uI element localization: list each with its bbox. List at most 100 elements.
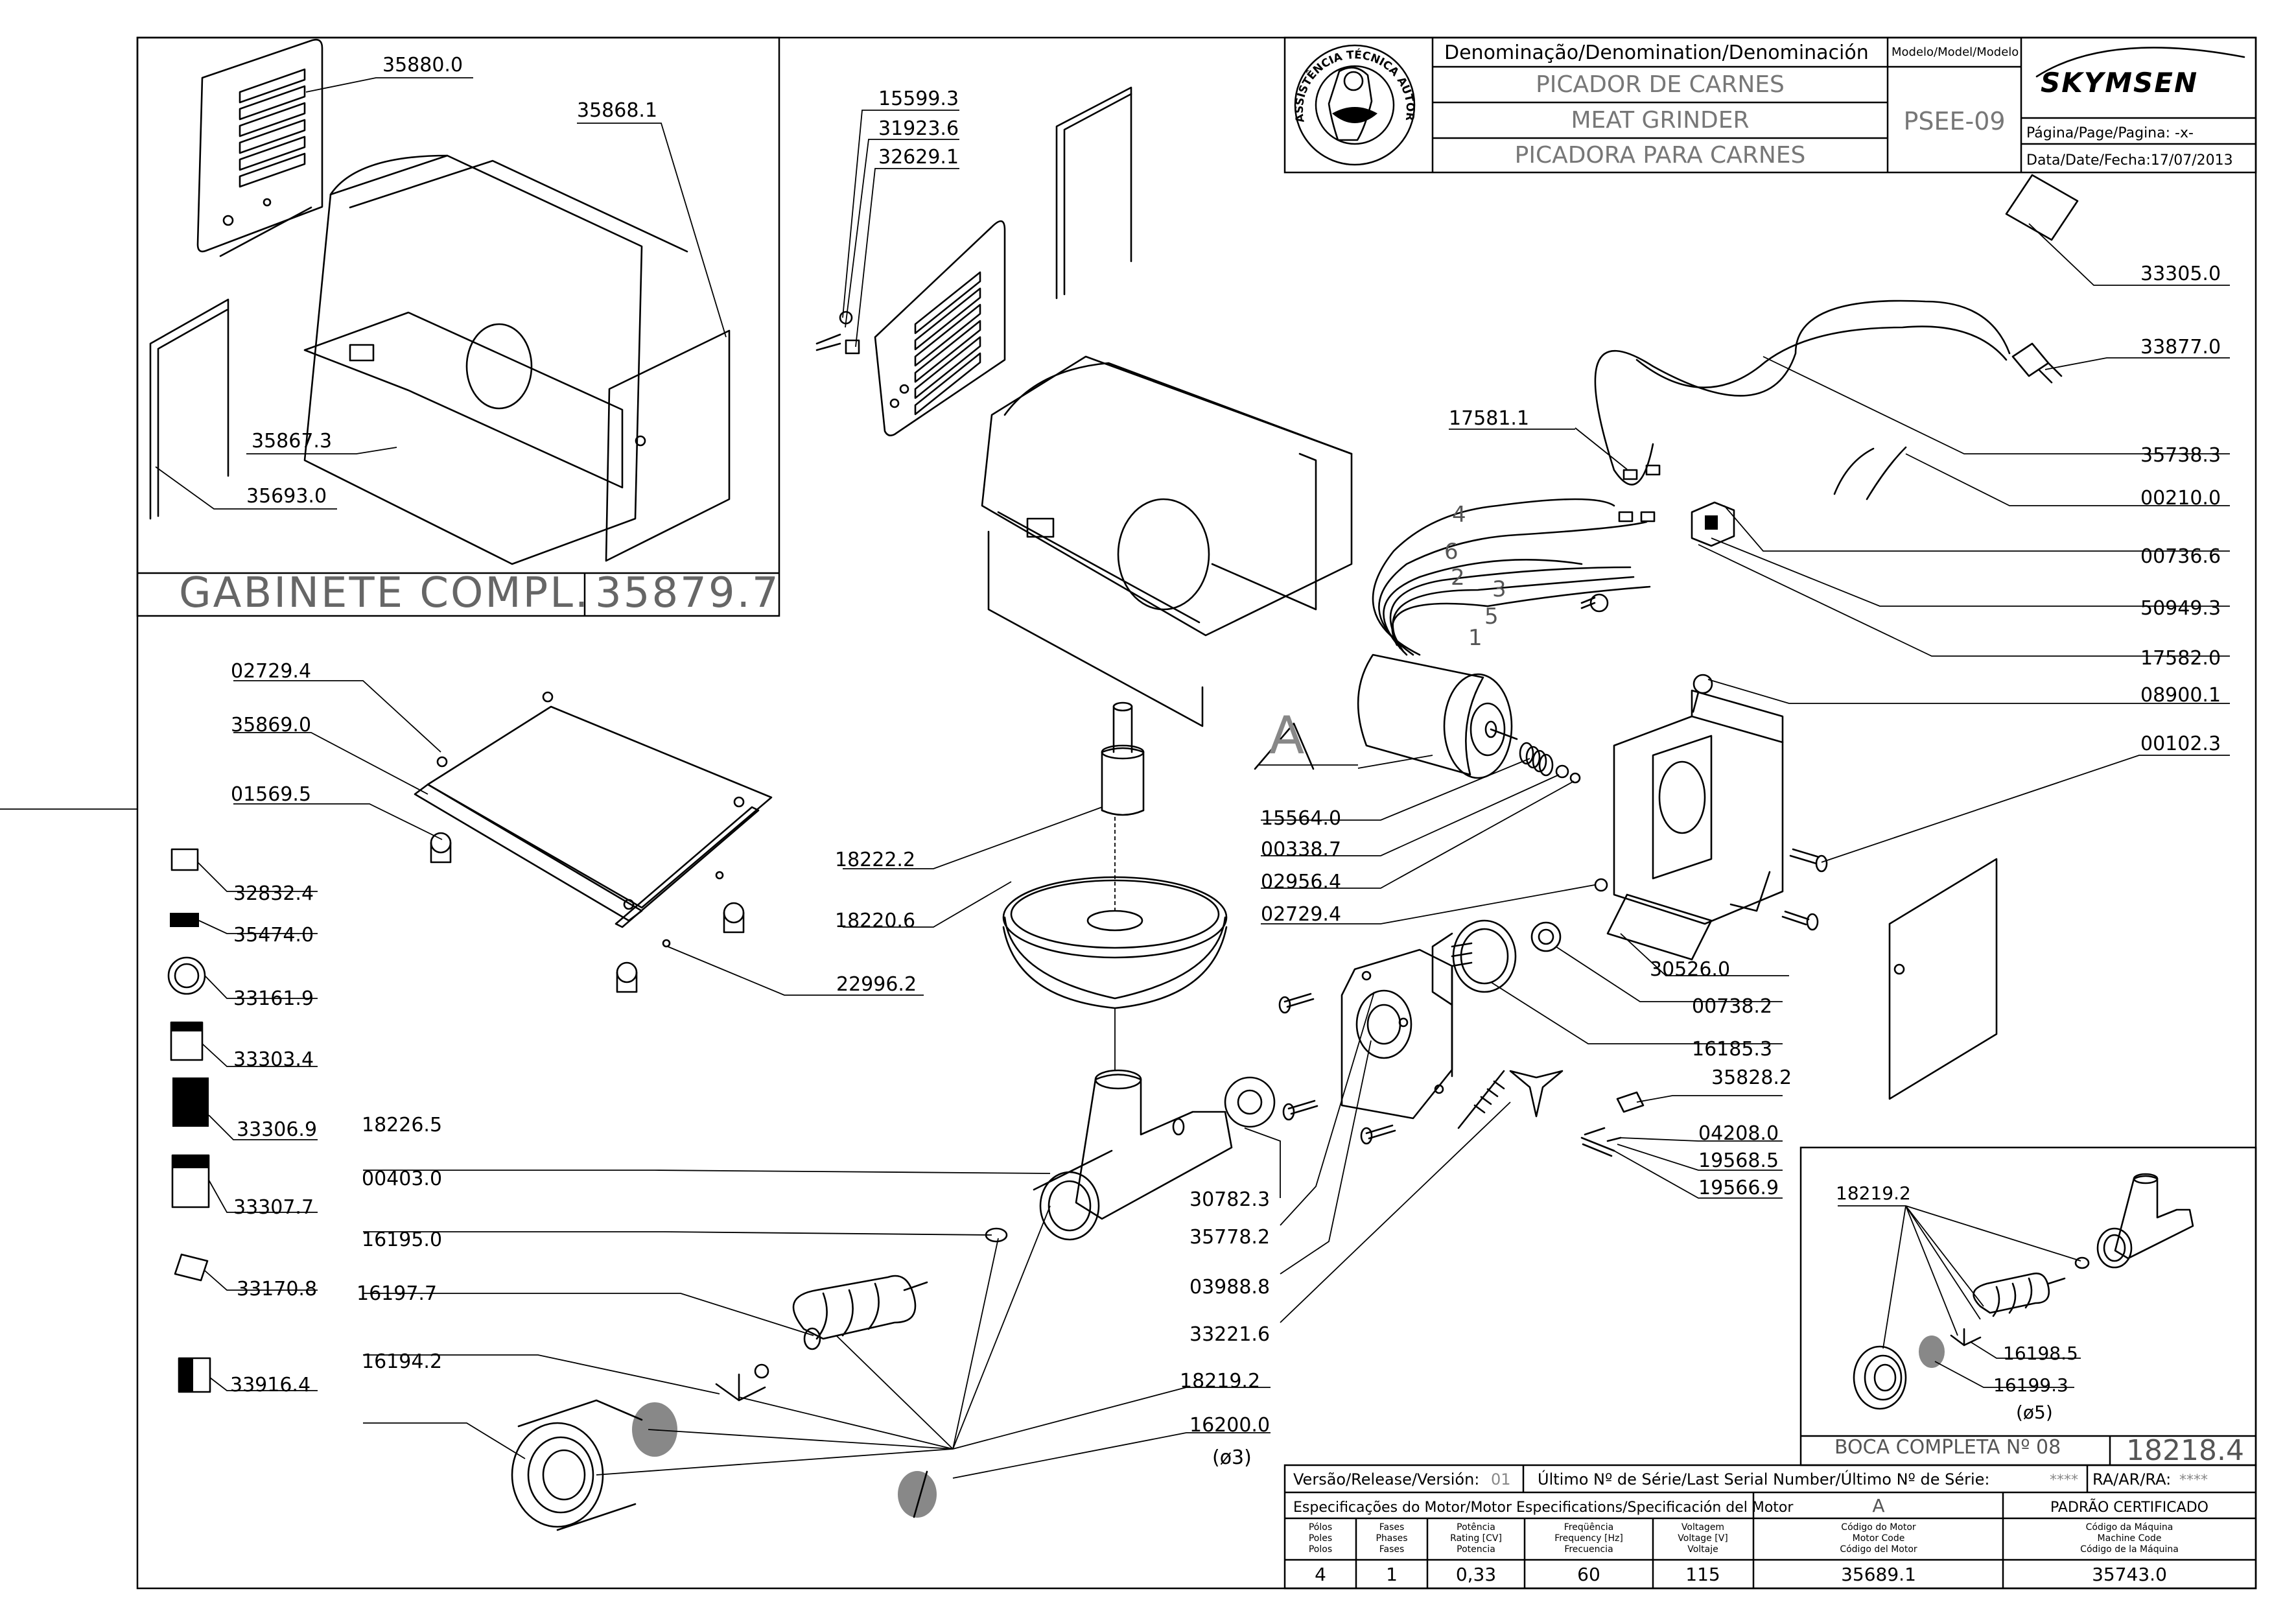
part-label-17582: 17582.0 xyxy=(2140,647,2221,670)
denomination-header: Denominação/Denomination/Denominación xyxy=(1444,41,1869,64)
value-rating: 0,33 xyxy=(1456,1564,1496,1585)
machine-name-en: MEAT GRINDER xyxy=(1571,107,1749,134)
callout-a: A xyxy=(1269,705,1305,766)
part-label-02956: 02956.4 xyxy=(1261,871,1341,893)
header-phases-pt: Fases xyxy=(1379,1522,1405,1533)
seal-text: ASSISTÊNCIA TÉCNICA AUTORIZADA xyxy=(0,0,1416,123)
part-label-15564: 15564.0 xyxy=(1261,807,1341,830)
brand-name: SKYMSEN xyxy=(2041,67,2198,99)
part-label-35778: 35778.2 xyxy=(1189,1226,1270,1249)
part-label-00736: 00736.6 xyxy=(2140,545,2221,568)
grinder-head-assembly: 30782.3 35778.2 03988.8 33221.6 16185.3 … xyxy=(357,919,1792,1531)
part-label-02729b: 02729.4 xyxy=(1261,903,1341,926)
authorized-service-seal-logo: ASSISTÊNCIA TÉCNICA AUTORIZADA xyxy=(0,0,1416,166)
part-label-33877: 33877.0 xyxy=(2140,336,2221,359)
wire-number-6: 6 xyxy=(1444,539,1458,565)
callout-a-mark xyxy=(1254,722,1315,770)
column-a-header: A xyxy=(1872,1495,1884,1516)
motor-assembly: A 15564.0 00338.7 02956.4 0 xyxy=(1254,653,2230,1100)
part-label-03988: 03988.8 xyxy=(1189,1276,1270,1299)
header-rating-es: Potencia xyxy=(1457,1544,1495,1555)
header-phases-en: Phases xyxy=(1376,1533,1407,1544)
wire-number-1: 1 xyxy=(1468,625,1482,651)
part-label-16200-note: (ø3) xyxy=(1212,1446,1252,1469)
part-label-30526: 30526.0 xyxy=(1650,958,1730,981)
title-block: ASSISTÊNCIA TÉCNICA AUTORIZADA Denominaç… xyxy=(0,0,2257,174)
model-code: PSEE-09 xyxy=(1903,107,2005,135)
wire-number-5: 5 xyxy=(1484,604,1499,630)
header-phases-es: Fases xyxy=(1379,1544,1405,1555)
part-label-00403: 00403.0 xyxy=(362,1168,442,1190)
cover-assembly: 15599.3 31923.6 32629.1 xyxy=(815,86,1353,727)
model-header: Modelo/Model/Modelo xyxy=(1892,45,2019,59)
release-label: Versão/Release/Versión: xyxy=(1293,1470,1479,1489)
header-poles-en: Poles xyxy=(1309,1533,1332,1544)
boca-group-code: 18218.4 xyxy=(2126,1434,2244,1467)
part-label-35828: 35828.2 xyxy=(1711,1066,1792,1089)
part-label-35880: 35880.0 xyxy=(382,54,463,76)
header-voltage-pt: Voltagem xyxy=(1681,1522,1724,1533)
serial-value: **** xyxy=(2050,1472,2078,1489)
part-label-16198: 16198.5 xyxy=(2003,1343,2078,1364)
header-frequency-en: Frequency [Hz] xyxy=(1554,1533,1623,1544)
drawing-frame xyxy=(136,36,2257,1590)
part-label-18226: 18226.5 xyxy=(362,1114,442,1136)
certified-standard-header: PADRÃO CERTIFICADO xyxy=(2050,1498,2208,1516)
header-poles-pt: Pólos xyxy=(1309,1522,1332,1533)
part-label-33916: 33916.4 xyxy=(230,1374,310,1396)
part-label-00338: 00338.7 xyxy=(1261,838,1341,861)
page-label: Página/Page/Pagina: -x- xyxy=(2026,125,2194,141)
part-label-16195: 16195.0 xyxy=(362,1229,442,1251)
header-frequency-es: Frecuencia xyxy=(1564,1544,1613,1555)
cabinet-group: GABINETE COMPL. 35879.7 xyxy=(136,36,780,617)
part-label-33303: 33303.4 xyxy=(233,1048,314,1071)
part-label-30782: 30782.3 xyxy=(1189,1188,1270,1211)
part-label-16200: 16200.0 xyxy=(1189,1414,1270,1437)
cabinet-group-code: 35879.7 xyxy=(595,569,780,617)
header-machine-code-pt: Código da Máquina xyxy=(2086,1522,2173,1533)
part-label-02729a: 02729.4 xyxy=(231,660,311,683)
header-motor-code-pt: Código do Motor xyxy=(1841,1522,1916,1533)
part-label-16199: 16199.3 xyxy=(1993,1374,2068,1396)
part-label-16185: 16185.3 xyxy=(1692,1038,1772,1061)
tray-assembly: 18222.2 18220.6 xyxy=(835,701,1228,1070)
part-label-35738: 35738.3 xyxy=(2140,444,2221,467)
part-label-18219a: 18219.2 xyxy=(1180,1370,1260,1393)
machine-name-pt: PICADOR DE CARNES xyxy=(1536,71,1785,98)
part-label-33305: 33305.0 xyxy=(2140,263,2221,285)
part-label-18222: 18222.2 xyxy=(835,849,915,871)
part-label-32832: 32832.4 xyxy=(233,882,314,905)
part-label-01569: 01569.5 xyxy=(231,783,311,806)
part-label-33221: 33221.6 xyxy=(1189,1323,1270,1346)
value-phases: 1 xyxy=(1386,1564,1398,1585)
value-machine-code: 35743.0 xyxy=(2092,1564,2167,1585)
machine-name-es: PICADORA PARA CARNES xyxy=(1515,142,1806,169)
header-rating-en: Rating [CV] xyxy=(1450,1533,1502,1544)
part-label-33161: 33161.9 xyxy=(233,987,314,1010)
part-label-22996: 22996.2 xyxy=(836,973,917,996)
boca-group-label: BOCA COMPLETA Nº 08 xyxy=(1834,1436,2061,1459)
part-label-17581: 17581.1 xyxy=(1449,407,1529,430)
part-label-50949: 50949.3 xyxy=(2140,597,2221,620)
ra-value: **** xyxy=(2179,1472,2208,1489)
part-label-35474: 35474.0 xyxy=(233,924,314,947)
cabinet-group-label: GABINETE COMPL. xyxy=(179,569,590,617)
part-label-35869: 35869.0 xyxy=(231,714,311,736)
wiring-assembly: 33305.0 33877.0 35738.3 00210.0 17581.1 … xyxy=(1372,174,2230,670)
header-machine-code-es: Código de la Máquina xyxy=(2080,1544,2179,1555)
value-poles: 4 xyxy=(1315,1564,1326,1585)
part-label-35867: 35867.3 xyxy=(252,430,332,453)
part-label-15599: 15599.3 xyxy=(878,88,959,110)
wire-number-2: 2 xyxy=(1451,565,1465,591)
motor-spec-table: Versão/Release/Versión: 01 Último Nº de … xyxy=(1283,1464,2257,1590)
part-label-33170: 33170.8 xyxy=(237,1278,317,1300)
part-label-00102: 00102.3 xyxy=(2140,733,2221,755)
part-label-19566: 19566.9 xyxy=(1698,1177,1779,1199)
wire-number-3: 3 xyxy=(1492,576,1506,602)
part-label-33307: 33307.7 xyxy=(233,1196,314,1219)
header-frequency-pt: Freqüência xyxy=(1564,1522,1614,1533)
sticker-parts: 32832.4 35474.0 33161.9 33303.4 33306.9 … xyxy=(167,848,318,1396)
header-poles-es: Polos xyxy=(1309,1544,1332,1555)
wire-number-4: 4 xyxy=(1452,502,1466,528)
release-value: 01 xyxy=(1491,1470,1511,1489)
